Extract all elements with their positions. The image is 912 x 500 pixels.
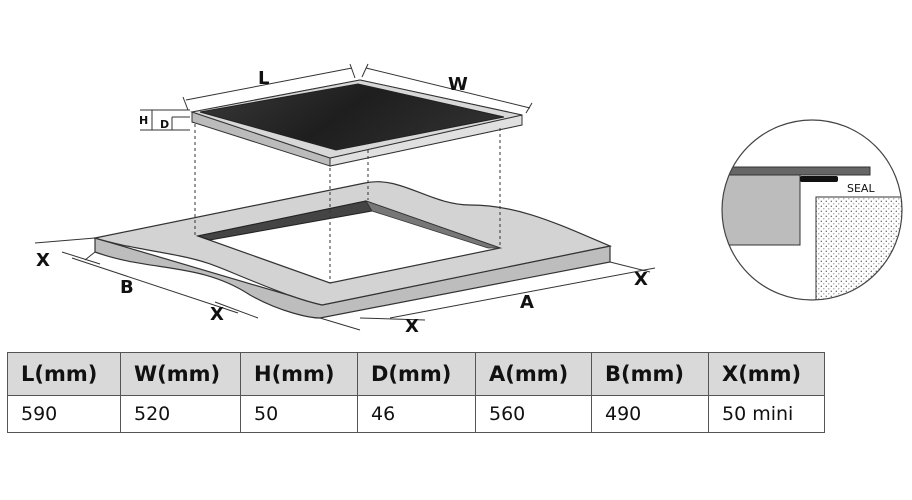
label-X-bottom-left: X [210,304,224,325]
header-B: B(mm) [591,352,709,396]
header-A: A(mm) [475,352,592,396]
seal-detail: SEAL [721,119,903,301]
value-H: 50 [240,395,358,433]
projection-lines [194,124,501,283]
header-L: L(mm) [7,352,121,396]
dimensions-table: L(mm) W(mm) H(mm) D(mm) A(mm) B(mm) X(mm… [7,352,825,433]
cooktop-hob [190,79,523,167]
label-X-left: X [36,250,50,271]
label-X-bottom-mid: X [405,316,419,337]
seal-strip [800,176,838,182]
countertop-detail [722,174,801,246]
table-row: 590 520 50 46 560 490 50 mini [7,395,825,433]
glass-surface [199,83,505,151]
label-L: L [258,68,269,89]
label-B: B [120,277,134,298]
header-X: X(mm) [708,352,825,396]
label-W: W [448,74,468,95]
table-header-row: L(mm) W(mm) H(mm) D(mm) A(mm) B(mm) X(mm… [7,352,825,396]
label-D: D [160,118,169,131]
label-X-right: X [634,269,648,290]
installation-diagram: L W H D X B X X A X SEAL [34,63,903,337]
value-X: 50 mini [708,395,825,433]
label-A: A [520,292,534,313]
dimension-lines [34,63,656,331]
value-W: 520 [120,395,241,433]
hob-edge-detail [722,166,871,176]
value-B: 490 [591,395,709,433]
countertop [92,181,613,319]
label-seal: SEAL [847,182,875,195]
cabinet-detail [815,196,902,300]
header-H: H(mm) [240,352,358,396]
label-H: H [139,114,148,127]
header-D: D(mm) [357,352,476,396]
value-A: 560 [475,395,592,433]
header-W: W(mm) [120,352,241,396]
value-D: 46 [357,395,476,433]
value-L: 590 [7,395,121,433]
